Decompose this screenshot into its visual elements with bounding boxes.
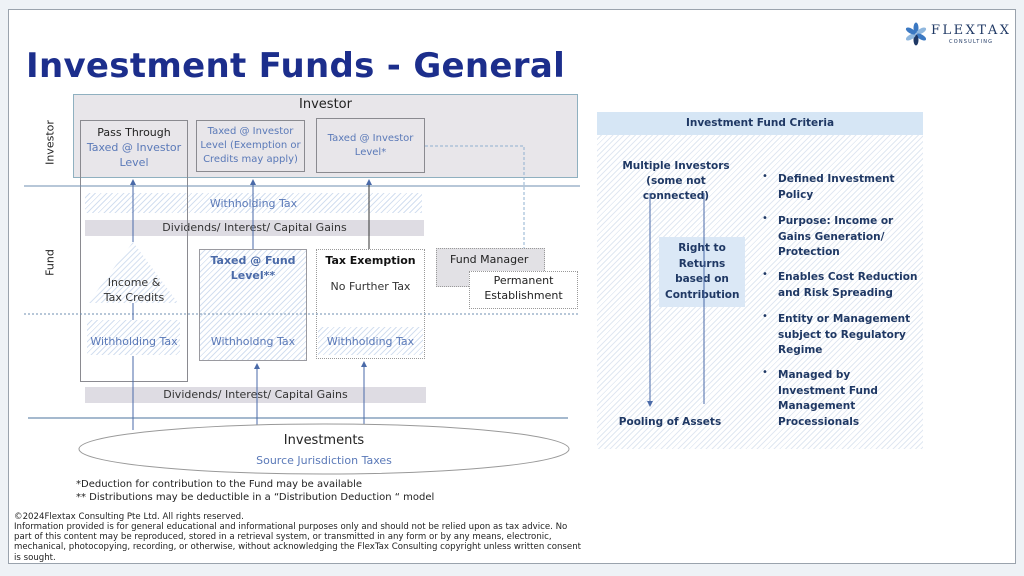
withholding-tax-mid: Withholdng Tax: [210, 335, 296, 348]
withholding-tax-right: Withholding Tax: [326, 335, 415, 348]
bullet: •: [762, 171, 768, 182]
copyright: ©2024Flextax Consulting Pte Ltd. All rig…: [14, 512, 244, 522]
pooling-of-assets: Pooling of Assets: [618, 416, 722, 428]
withholding-tax-left: Withholding Tax: [90, 335, 178, 348]
investor-box-label: Investor: [299, 97, 352, 112]
withholding-tax-band-top: [85, 193, 422, 213]
row-label-investor: Investor: [43, 120, 57, 165]
bullet: •: [762, 269, 768, 280]
fund-manager-label: Fund Manager: [450, 253, 529, 266]
dividends-band-bottom: Dividends/ Interest/ Capital Gains: [85, 387, 426, 403]
income-credits-triangle: [88, 242, 178, 303]
bullet: •: [762, 213, 768, 224]
criteria-item: Managed by Investment Fund Management Pr…: [778, 369, 878, 428]
box-investor-level-text: Taxed @ Investor Level*: [327, 133, 414, 158]
right-to-returns-box: Right to Returns based on Contribution: [659, 237, 745, 307]
logo: FLEXTAX CONSULTING: [904, 22, 1014, 48]
withholding-tax-top: Withholding Tax: [209, 197, 298, 210]
withholding-tax-band-left: [87, 320, 180, 355]
criteria-item: Defined Investment Policy: [778, 173, 895, 201]
withholding-tax-band-right: [318, 327, 423, 355]
footnote-2: ** Distributions may be deductible in a …: [76, 492, 435, 503]
criteria-item: Enables Cost Reduction and Risk Spreadin…: [778, 271, 918, 299]
multiple-investors: Multiple Investors (some not connected): [622, 160, 730, 202]
box-exemption-credits: [196, 120, 305, 172]
logo-sub: CONSULTING: [949, 39, 994, 45]
footnote-1: *Deduction for contribution to the Fund …: [76, 479, 363, 490]
row-label-fund: Fund: [43, 249, 57, 276]
criteria-item: Entity or Management subject to Regulato…: [778, 313, 911, 356]
criteria-item: Purpose: Income or Gains Generation/ Pro…: [778, 215, 894, 258]
income-credits-line2: Tax Credits: [103, 291, 165, 304]
income-credits-line1: Income &: [107, 276, 161, 289]
pass-through-title: Pass Through: [97, 126, 171, 139]
bullet: •: [762, 311, 768, 322]
permanent-establishment-box: [469, 271, 578, 309]
criteria-header: Investment Fund Criteria: [597, 112, 923, 135]
no-further-tax: No Further Tax: [330, 280, 411, 293]
pass-through-box: [80, 120, 188, 382]
investments-label: Investments: [283, 433, 365, 448]
criteria-panel: [597, 112, 923, 449]
source-jurisdiction-taxes: Source Jurisdiction Taxes: [256, 454, 392, 467]
fund-level-text: Taxed @ Fund Level**: [210, 254, 296, 282]
box-investor-level: [316, 118, 425, 173]
box-exemption-credits-text: Taxed @ Investor Level (Exemption or Cre…: [200, 126, 301, 165]
logo-name: FLEXTAX: [931, 23, 1012, 38]
pass-through-sub: Taxed @ Investor Level: [86, 141, 182, 169]
dividends-band-top: Dividends/ Interest/ Capital Gains: [85, 220, 424, 236]
tax-exemption-title: Tax Exemption: [325, 254, 416, 267]
bullet: •: [762, 367, 768, 378]
page-title: Investment Funds - General: [26, 46, 566, 86]
permanent-establishment-label: Permanent Establishment: [484, 274, 563, 302]
flower-logo-icon: [905, 22, 927, 46]
disclaimer: Information provided is for general educ…: [14, 522, 582, 563]
tax-exemption-box: [316, 249, 425, 359]
fund-level-box: [199, 249, 307, 361]
